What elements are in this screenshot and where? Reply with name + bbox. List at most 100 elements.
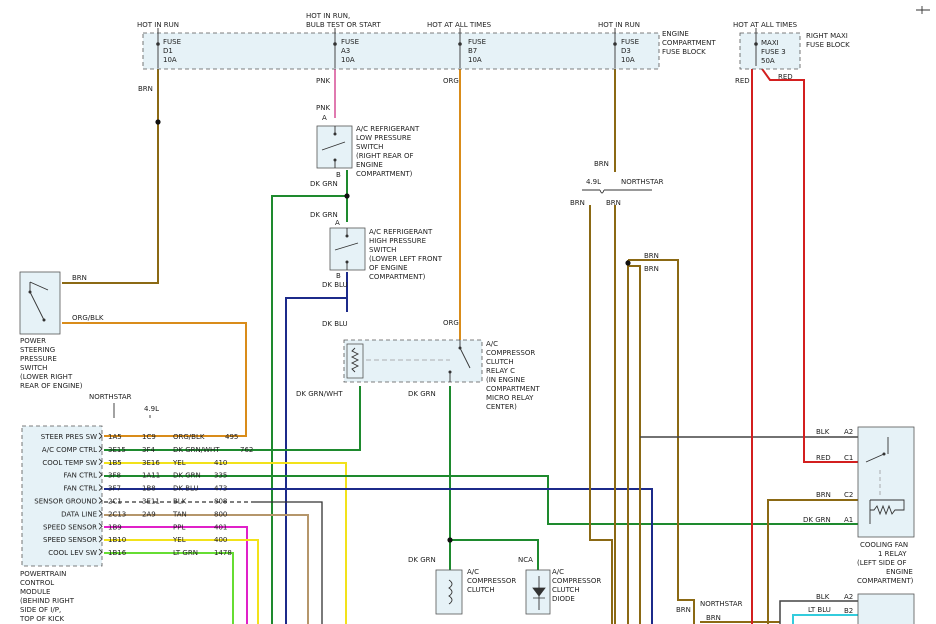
- label-red-1: RED: [735, 77, 750, 85]
- fuse-b7-id: B7: [468, 47, 477, 55]
- label-nca: NCA: [518, 556, 533, 564]
- fuse-d1-rating: 10A: [163, 56, 177, 64]
- engine-option-split: 4.9L NORTHSTAR: [582, 178, 664, 194]
- fuse-d1-name: FUSE: [163, 38, 181, 46]
- high-switch-pin-a: A: [335, 219, 340, 227]
- clutch-line-3: CLUTCH: [467, 586, 495, 594]
- wire-yel-410: [104, 462, 347, 624]
- label-red-c1: RED: [816, 454, 831, 462]
- fuse-b7: FUSE B7 10A: [458, 28, 486, 68]
- wire-blk-808-right: [254, 501, 323, 624]
- fuse-a3-symbol: [333, 42, 337, 46]
- pcm-row-label: DATA LINE: [61, 510, 97, 518]
- clutch-diode: A/C COMPRESSOR CLUTCH DIODE: [525, 568, 601, 615]
- pcm-row-circuit: 401: [214, 523, 227, 531]
- pcm-row-circuit: 473: [214, 485, 227, 493]
- pcm-row-label: COOL TEMP SW: [42, 459, 97, 467]
- label-brn-low-1: BRN: [676, 606, 691, 614]
- ps-line-3: PRESSURE: [20, 355, 57, 363]
- pcm-row-pin-northstar: 2C1: [108, 498, 122, 506]
- pcm-row-pin-49l: 3E11: [142, 498, 160, 506]
- fuse-d1: FUSE D1 10A: [156, 28, 181, 68]
- splice-brn-d1: [155, 119, 161, 125]
- pcm-row-wire-color: ORG/BLK: [173, 433, 205, 441]
- fuse-d3-id: D3: [621, 47, 631, 55]
- ps-line-5: (LOWER RIGHT: [20, 373, 73, 381]
- compressor-clutch-relay: A/C COMPRESSOR CLUTCH RELAY C (IN ENGINE…: [343, 339, 540, 411]
- high-switch-line-6: COMPARTMENT): [369, 273, 426, 281]
- relay-line-5: (IN ENGINE: [486, 376, 525, 384]
- label-red-2: RED: [778, 73, 793, 81]
- clutch-line-2: COMPRESSOR: [467, 577, 516, 585]
- label-dkblu-2: DK BLU: [322, 320, 348, 328]
- splice-brn-r: [625, 260, 631, 266]
- label-ns-low: NORTHSTAR: [700, 600, 743, 608]
- wire-red-c1: [759, 65, 858, 463]
- high-switch-pin-b: B: [336, 272, 341, 280]
- pcm-row-circuit: 1478: [214, 549, 232, 557]
- pcm-row-wire-color: TAN: [172, 510, 187, 518]
- pcm-row-pin-northstar: 2C13: [108, 510, 126, 518]
- pcm-col-49l: 4.9L: [144, 405, 159, 413]
- label-orgblk: ORG/BLK: [72, 314, 104, 322]
- wire-brn-c2: [767, 499, 858, 624]
- fuse-a3-name: FUSE: [341, 38, 359, 46]
- ps-line-1: POWER: [20, 337, 46, 345]
- pcm-pin-connector: [98, 535, 103, 543]
- pcm-row-label: SENSOR GROUND: [34, 498, 97, 506]
- wire-dkgrnwht: [104, 386, 361, 451]
- fuse-block-label-3: FUSE BLOCK: [662, 48, 706, 56]
- pcm-row-pin-49l: 1B8: [142, 485, 156, 493]
- wire-labels: BRN PNK PNK ORG RED RED DK GRN DK GRN DK…: [72, 73, 831, 622]
- label-brn-r1: BRN: [644, 252, 659, 260]
- label-dkgrn-1: DK GRN: [310, 180, 338, 188]
- fuse-d1-symbol: [156, 42, 160, 46]
- pcm-row-pin-northstar: 1B10: [108, 536, 126, 544]
- fuse-d3-symbol: [613, 42, 617, 46]
- fuse-hot-label-4: HOT IN RUN: [598, 21, 640, 29]
- compressor-clutch: A/C COMPRESSOR CLUTCH: [435, 568, 516, 615]
- splice-dkgrn: [344, 193, 350, 199]
- label-brn-d1: BRN: [138, 85, 153, 93]
- fan-relay-label-1: COOLING FAN: [860, 541, 908, 549]
- fan-relay-pin-c1: C1: [844, 454, 853, 462]
- maxi-fuse-name: MAXI: [761, 39, 779, 47]
- maxi-fuse-symbol: [754, 42, 758, 46]
- low-switch-line-3: SWITCH: [356, 143, 383, 151]
- label-brn-low-2: BRN: [706, 614, 721, 622]
- pcm-pin-connector: [98, 522, 103, 530]
- fan-relay-label-3: (LEFT SIDE OF: [857, 559, 907, 567]
- cooling-fan-relay: A2 C1 C2 A1 COOLING FAN 1 RELAY (LEFT SI…: [844, 426, 915, 585]
- pcm-row-wire-color: YEL: [172, 459, 186, 467]
- pcm-row-circuit: 400: [214, 536, 227, 544]
- pcm-row-pin-northstar: 3F7: [108, 485, 121, 493]
- wire-ltgrn-1478: [104, 552, 234, 624]
- pcm-pin-connector: [98, 497, 103, 504]
- wire-brn-splice-r2: [628, 265, 641, 624]
- pcm-row-pin-49l: 3F4: [142, 446, 155, 454]
- pcm-row-pin-49l: 1A11: [142, 472, 160, 480]
- pcm-col-northstar: NORTHSTAR: [89, 393, 132, 401]
- pcm-row-wire-color: DK GRN/WHT: [173, 446, 220, 454]
- pcm-pin-connector: [98, 432, 103, 440]
- pcm-row-label: STEER PRES SW: [41, 433, 97, 441]
- pcm-row-circuit: 808: [214, 498, 227, 506]
- pcm-row-wire-color: LT GRN: [173, 549, 198, 557]
- relay-line-1: A/C: [486, 340, 498, 348]
- pcm-pin-connector: [98, 471, 103, 479]
- pcm-row-circuit: 495: [225, 433, 238, 441]
- wire-dkgrn-diode: [450, 539, 539, 572]
- pcm-row-pin-northstar: 1B5: [108, 459, 122, 467]
- wire-brn-49: [589, 205, 613, 624]
- pcm-row-wire-color: PPL: [173, 523, 185, 531]
- label-ltblu: LT BLU: [808, 606, 831, 614]
- pcm-row-wire-color: DK GRN: [173, 472, 201, 480]
- label-dkgrn-relay: DK GRN: [408, 390, 436, 398]
- fuse-d1-id: D1: [163, 47, 173, 55]
- fuse-a3-rating: 10A: [341, 56, 355, 64]
- fuse-b7-rating: 10A: [468, 56, 482, 64]
- pcm-row-label: A/C COMP CTRL: [42, 446, 97, 454]
